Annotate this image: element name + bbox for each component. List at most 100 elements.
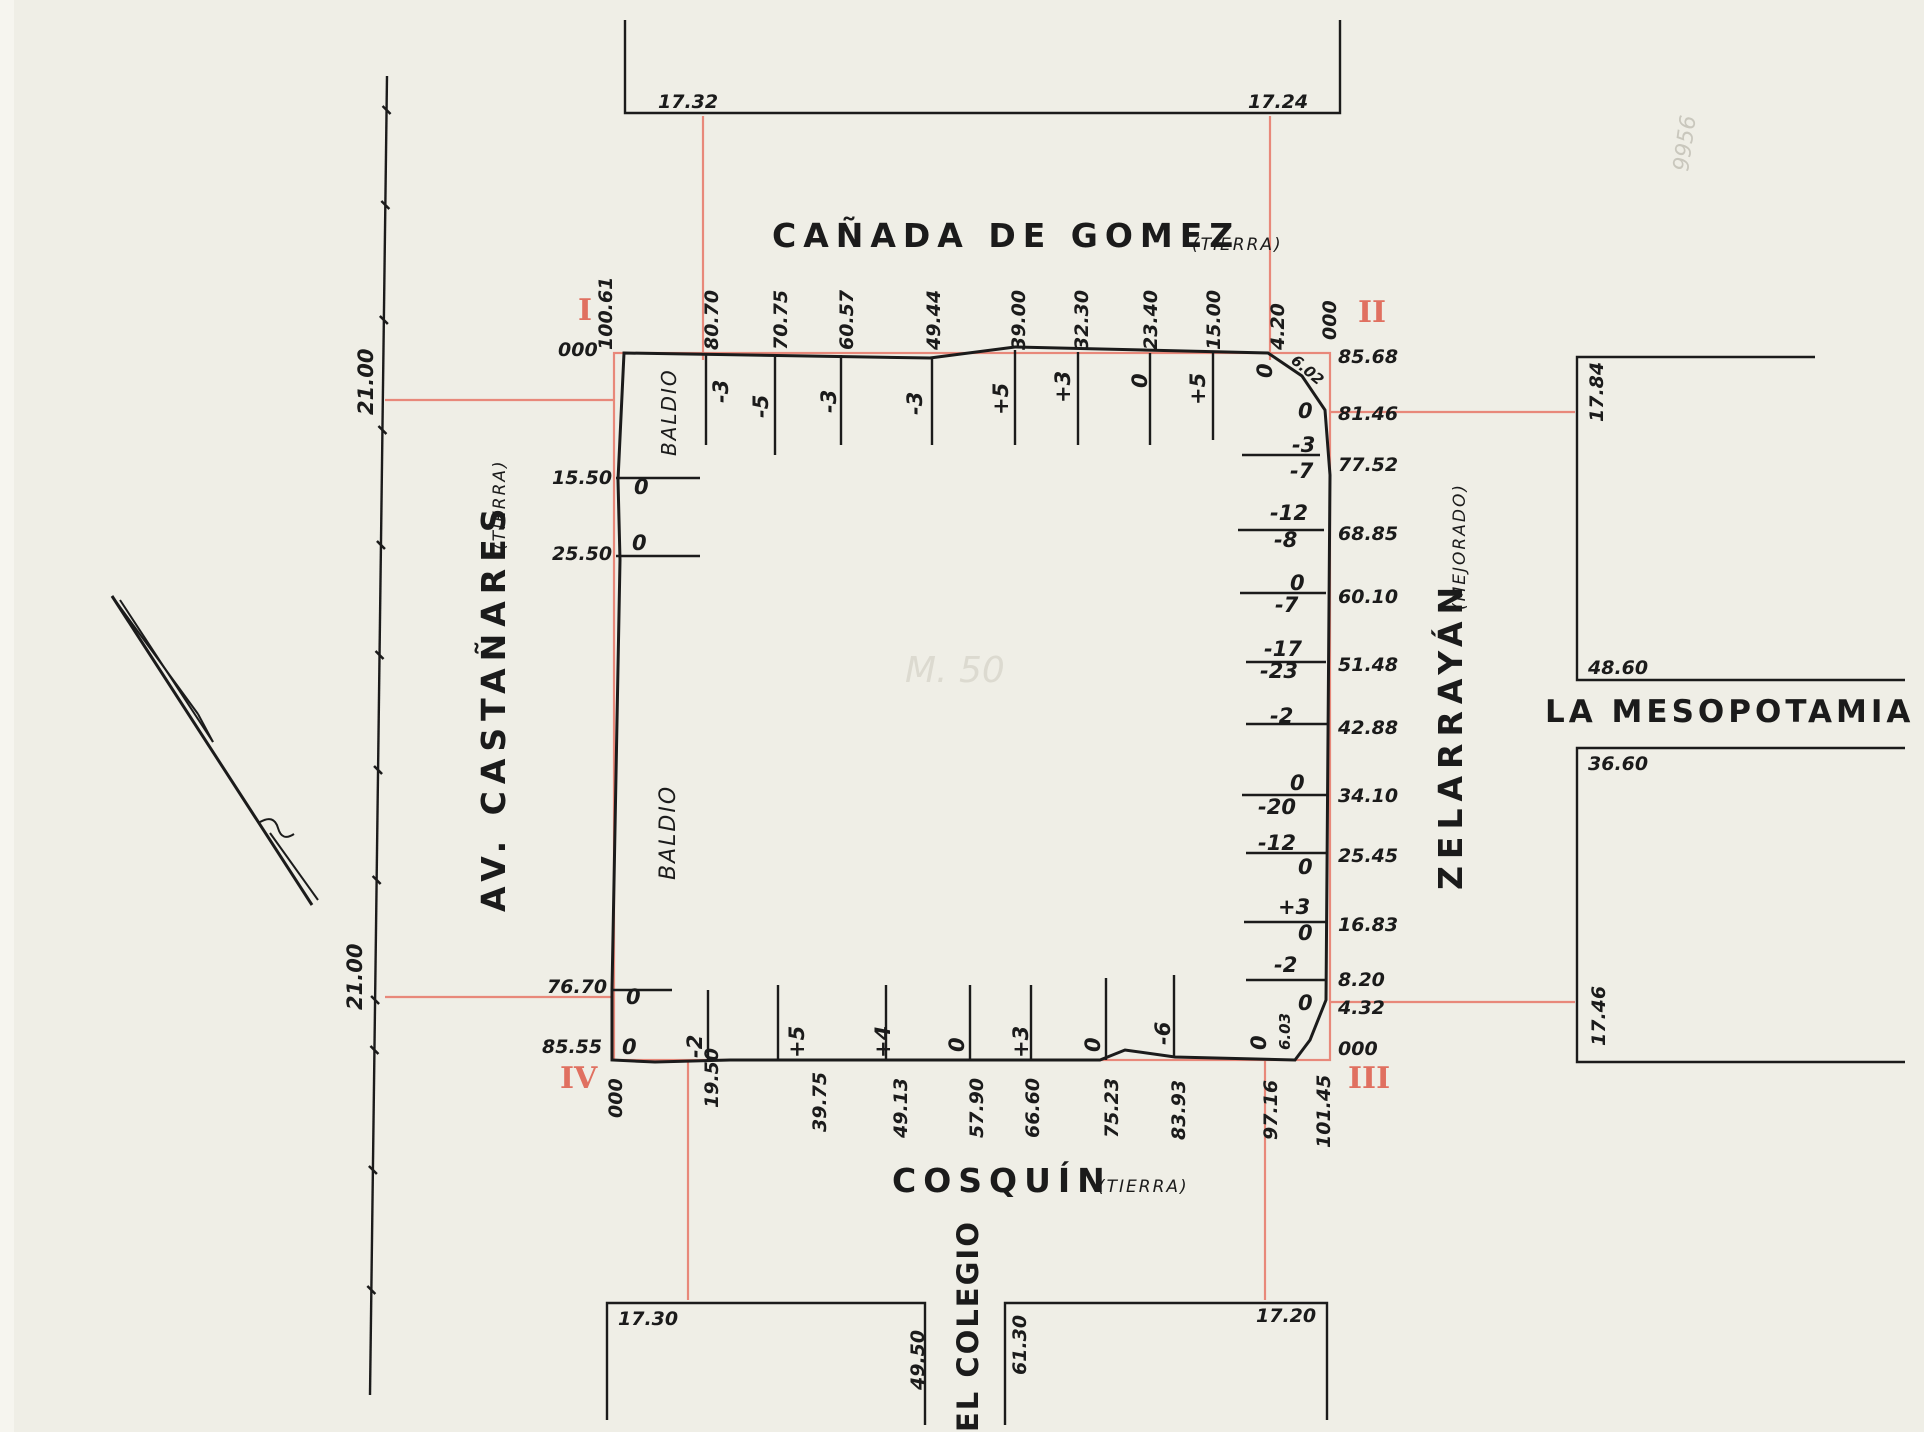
west-offset-label: 0 bbox=[632, 531, 647, 555]
east-offset-label: -20 bbox=[1258, 795, 1296, 819]
street-west-label: AV. CASTAÑARES bbox=[473, 501, 513, 912]
block-north bbox=[623, 20, 1342, 115]
north-offset-label: -3 bbox=[817, 390, 841, 413]
axis-line bbox=[368, 75, 389, 1396]
east-offset-label: 0 bbox=[1298, 399, 1313, 423]
dim-colegio-right: 61.30 bbox=[1009, 1315, 1031, 1375]
south-offset-label: -6 bbox=[1151, 1022, 1175, 1045]
dim-right-low: 17.46 bbox=[1588, 986, 1610, 1046]
block-south-right bbox=[1003, 1301, 1329, 1425]
dim-top-right: 17.24 bbox=[1248, 91, 1308, 113]
dim-bottom-right: 17.20 bbox=[1256, 1305, 1316, 1327]
north-station-label: 100.61 bbox=[595, 277, 617, 350]
south-offset-label: -2 bbox=[683, 1035, 707, 1058]
east-offset-label: -7 bbox=[1275, 593, 1299, 617]
baldio-left-label: BALDIO bbox=[656, 785, 681, 880]
east-offset-label: 0 bbox=[1298, 855, 1313, 879]
east-offset-label: -8 bbox=[1274, 528, 1297, 552]
south-station-label: 66.60 bbox=[1022, 1078, 1044, 1138]
axis-tick bbox=[380, 200, 391, 210]
east-offset-label: -3 bbox=[1292, 433, 1315, 457]
dim-top-left: 17.32 bbox=[658, 91, 718, 113]
axis-tick bbox=[381, 105, 392, 115]
north-offset-label: -3 bbox=[709, 380, 733, 403]
east-station-label: 25.45 bbox=[1338, 845, 1398, 867]
east-offset-label: 0 bbox=[1298, 991, 1313, 1015]
south-offset-label: 0 bbox=[1247, 1035, 1271, 1050]
east-station-label: 77.52 bbox=[1338, 454, 1398, 476]
north-station-label: 60.57 bbox=[836, 289, 858, 350]
block-east-upper bbox=[1575, 355, 1905, 682]
south-station-label: 101.45 bbox=[1313, 1075, 1335, 1148]
east-offset-label: -12 bbox=[1258, 831, 1296, 855]
dim-colegio-left: 49.50 bbox=[907, 1330, 929, 1391]
block-east-lower bbox=[1575, 746, 1905, 1064]
south-station-label: 57.90 bbox=[966, 1078, 988, 1138]
south-offset-label: +4 bbox=[871, 1026, 895, 1058]
street-east-label: ZELARRAYÁN bbox=[1430, 580, 1470, 890]
east-station-label: 8.20 bbox=[1338, 969, 1385, 991]
south-station-label: 97.16 bbox=[1260, 1080, 1282, 1140]
axis-tick bbox=[368, 1165, 378, 1175]
east-station-label: 16.83 bbox=[1338, 914, 1398, 936]
south-offset-label: +3 bbox=[1009, 1026, 1033, 1058]
dim-right-mid: 48.60 bbox=[1587, 657, 1648, 679]
corner-value-sw: 000 bbox=[605, 1078, 627, 1118]
chamfer-se: 6.03 bbox=[1276, 1013, 1294, 1050]
axis-ticks bbox=[366, 105, 392, 1295]
east-offset-label: 0 bbox=[1290, 771, 1305, 795]
east-offset-label: -17 bbox=[1264, 637, 1302, 661]
offset-ticks bbox=[612, 350, 1328, 1060]
east-offset-label: -7 bbox=[1290, 459, 1314, 483]
street-east-note: (MEJORADO) bbox=[1450, 483, 1470, 610]
corner-value-se: 000 bbox=[1338, 1038, 1378, 1060]
north-station-label: 23.40 bbox=[1140, 290, 1162, 350]
east-offset-label: -2 bbox=[1270, 704, 1293, 728]
south-offset-label: +5 bbox=[785, 1026, 809, 1058]
corner-label-iii: III bbox=[1348, 1061, 1390, 1096]
east-station-label: 81.46 bbox=[1338, 403, 1398, 425]
corner-label-iv: IV bbox=[560, 1061, 598, 1096]
baldio-top-label: BALDIO bbox=[657, 368, 681, 456]
paper-edge bbox=[0, 0, 14, 1432]
street-mesopotamia-label: LA MESOPOTAMIA bbox=[1545, 694, 1914, 730]
neighbour-blocks bbox=[605, 20, 1905, 1425]
corner-value-ne: 000 bbox=[1319, 300, 1341, 340]
north-station-label: 70.75 bbox=[770, 290, 792, 350]
north-offset-label: -3 bbox=[903, 392, 927, 415]
west-station-label: 76.70 bbox=[547, 976, 607, 998]
dim-bottom-left: 17.30 bbox=[618, 1308, 678, 1330]
faint-note: M. 50 bbox=[905, 650, 1005, 691]
east-offset-label: 0 bbox=[1290, 571, 1305, 595]
corner-label-ii: II bbox=[1358, 295, 1386, 330]
axis-tick bbox=[369, 1045, 380, 1055]
axis-tick bbox=[373, 765, 383, 775]
street-north-note: (TIERRA) bbox=[1192, 235, 1283, 255]
east-station-label: 85.68 bbox=[1338, 346, 1398, 368]
east-station-label: 34.10 bbox=[1338, 785, 1398, 807]
north-offset-label: 0 bbox=[1128, 373, 1152, 388]
corner-label-i: I bbox=[578, 293, 592, 328]
west-station-label: 15.50 bbox=[552, 467, 612, 489]
east-station-label: 51.48 bbox=[1338, 654, 1398, 676]
north-offset-label: 0 bbox=[1253, 363, 1277, 378]
street-colegio-label: EL COLEGIO bbox=[951, 1220, 985, 1432]
avenue-axis bbox=[366, 75, 392, 1396]
east-offset-label: -2 bbox=[1274, 953, 1297, 977]
avenue-width-lower: 21.00 bbox=[343, 944, 367, 1010]
north-station-label: 80.70 bbox=[701, 290, 723, 350]
axis-tick bbox=[371, 875, 382, 885]
south-station-label: 49.13 bbox=[890, 1078, 912, 1139]
south-offset-label: 0 bbox=[945, 1037, 969, 1052]
south-station-label: 75.23 bbox=[1101, 1078, 1123, 1138]
axis-tick bbox=[370, 995, 380, 1005]
north-station-label: 32.30 bbox=[1071, 290, 1093, 350]
street-west-note: (TIERRA) bbox=[490, 459, 510, 550]
east-station-label: 68.85 bbox=[1338, 523, 1398, 545]
west-offset-label: 0 bbox=[634, 475, 649, 499]
east-offset-label: -12 bbox=[1270, 501, 1308, 525]
